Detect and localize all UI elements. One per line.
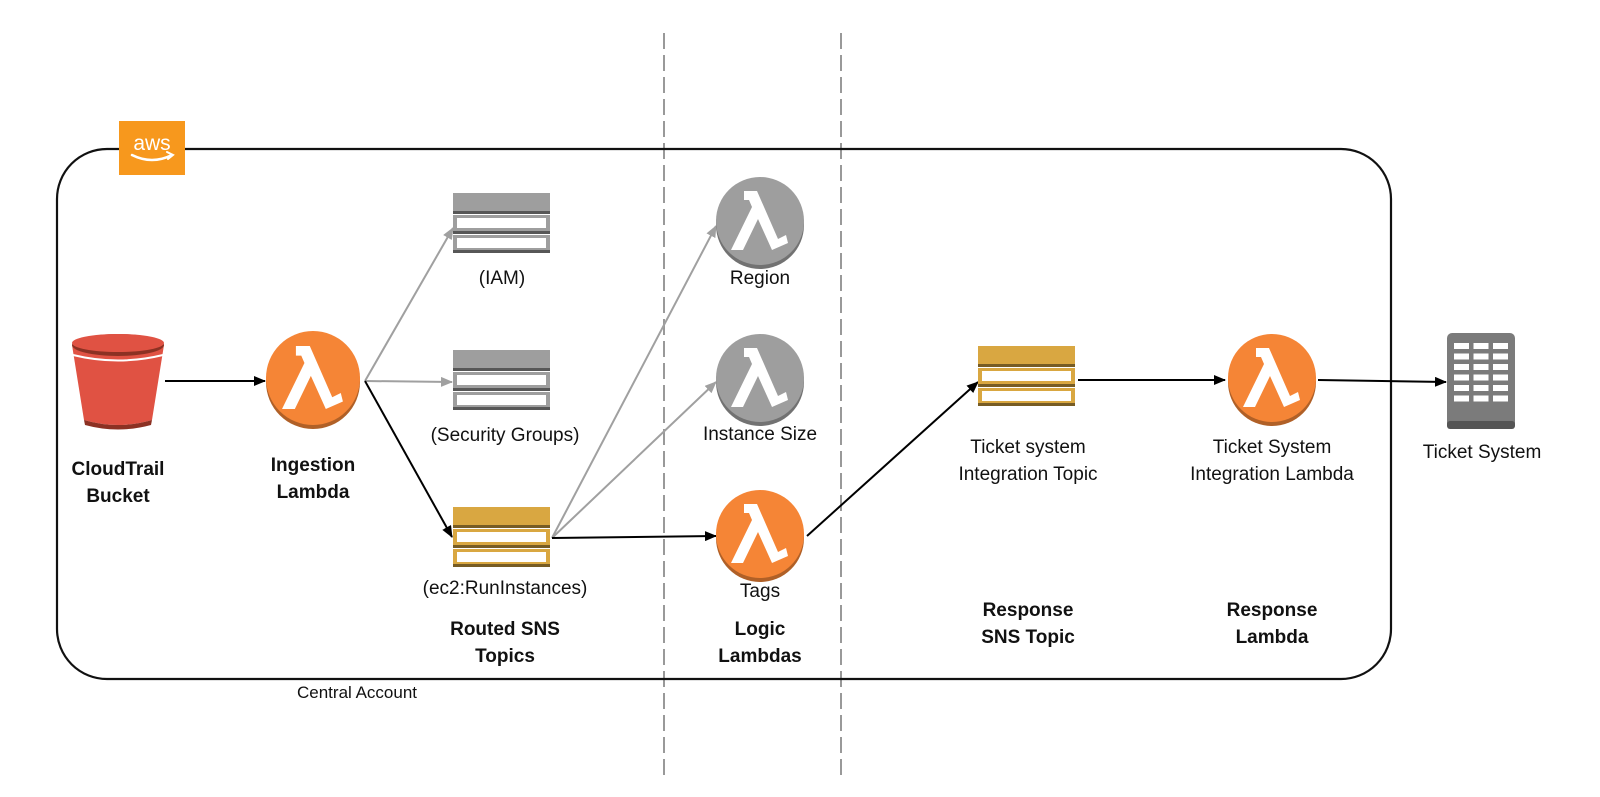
server-slot (1473, 374, 1489, 381)
edge-ingestion-to-security-groups (364, 376, 453, 387)
sns-topic-icon[interactable] (453, 507, 550, 567)
aws-logo-text: aws (133, 132, 170, 155)
lambda-icon[interactable] (266, 331, 360, 429)
lambda-symbol (1243, 348, 1300, 407)
lambda-icon[interactable] (716, 490, 804, 582)
s3-bucket-icon[interactable] (72, 334, 164, 430)
server-slot (1473, 364, 1489, 370)
server-slot (1454, 364, 1469, 370)
server-slot (1454, 395, 1469, 402)
label-ticket-system: Ticket System (1422, 442, 1542, 463)
server-slot (1473, 395, 1489, 402)
lambda-icon[interactable] (716, 177, 804, 269)
edge-run-instances-to-instance-size (551, 381, 717, 539)
server-slot (1454, 353, 1469, 360)
edge-run-instances-to-tags (551, 531, 717, 542)
label-lambda-instance-size: Instance Size (702, 424, 818, 445)
server-slot (1493, 353, 1508, 360)
lambda-symbol (282, 345, 343, 409)
server-slot (1493, 343, 1508, 349)
server-slot (1493, 385, 1508, 391)
central-account-label: Central Account (297, 683, 418, 702)
lambda-symbol (731, 504, 788, 563)
central-account-container (55, 147, 1393, 681)
server-slot (1493, 374, 1508, 381)
lambda-symbol (731, 191, 788, 250)
server-slot (1454, 374, 1469, 381)
label-sns-security-groups: (Security Groups) (430, 425, 580, 446)
edge-ingestion-to-run-instances (364, 380, 453, 538)
server-slot (1454, 343, 1469, 349)
edges (165, 225, 1447, 542)
sns-topic-icon[interactable] (453, 350, 550, 410)
server-slot (1473, 343, 1489, 349)
edge-run-instances-to-region (551, 225, 717, 539)
lambda-symbol (731, 348, 788, 407)
server-slot (1493, 395, 1508, 402)
server-icon[interactable] (1447, 333, 1515, 429)
server-slot (1493, 364, 1508, 370)
edge-ticket-lambda-to-ticket-system (1317, 376, 1447, 387)
server-slot (1473, 385, 1489, 391)
lambda-icon[interactable] (1228, 334, 1316, 426)
aws-logo: aws (119, 121, 185, 175)
label-sns-run-instances: (ec2:RunInstances) (422, 578, 588, 599)
label-sns-iam: (IAM) (478, 268, 526, 289)
sns-topic-icon[interactable] (978, 346, 1075, 406)
edge-tags-to-ticket-topic (806, 381, 979, 537)
server-slot (1454, 385, 1469, 391)
server-slot (1473, 353, 1489, 360)
sns-topic-icon[interactable] (453, 193, 550, 253)
label-lambda-tags: Tags (739, 581, 781, 602)
label-lambda-region: Region (729, 268, 791, 289)
edge-ingestion-to-iam (364, 227, 454, 382)
lambda-icon[interactable] (716, 334, 804, 426)
